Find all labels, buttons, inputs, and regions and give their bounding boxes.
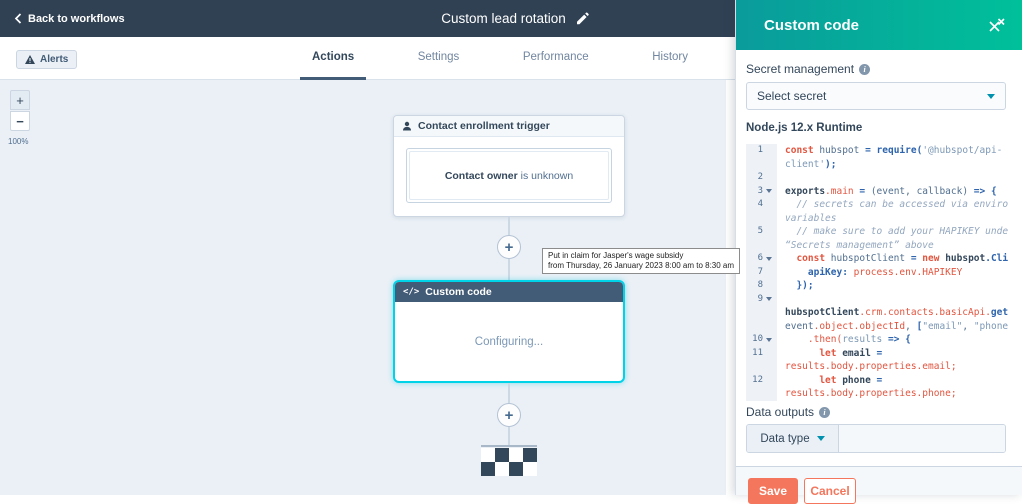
data-type-dropdown[interactable]: Data type bbox=[747, 425, 839, 452]
code-row: event.object.objectId, ["email", "phone"… bbox=[746, 319, 1008, 333]
code-row: results.body.properties.phone; bbox=[746, 387, 1008, 401]
alerts-button[interactable]: Alerts bbox=[16, 50, 78, 69]
code-row: 2 bbox=[746, 171, 1008, 185]
save-button[interactable]: Save bbox=[748, 478, 798, 504]
event-tooltip: Put in claim for Jasper's wage subsidy f… bbox=[542, 248, 741, 274]
tab-actions[interactable]: Actions bbox=[300, 37, 367, 80]
runtime-label: Node.js 12.x Runtime bbox=[746, 122, 863, 134]
code-row: 9 bbox=[746, 292, 1008, 306]
caret-down-icon bbox=[816, 436, 825, 441]
connector-line bbox=[508, 427, 510, 445]
tab-group: Actions Settings Performance History bbox=[300, 37, 700, 80]
add-action-button-1[interactable]: + bbox=[497, 235, 521, 259]
tab-settings[interactable]: Settings bbox=[417, 51, 460, 63]
end-of-workflow-flag bbox=[481, 448, 537, 476]
person-icon bbox=[403, 121, 411, 131]
action-card-header: </> Custom code bbox=[395, 282, 623, 302]
connector-line bbox=[508, 259, 510, 280]
workflow-title: Custom lead rotation bbox=[441, 11, 566, 26]
top-navbar: Back to workflows Custom lead rotation bbox=[0, 0, 735, 37]
code-icon: </> bbox=[403, 287, 420, 297]
connector-line bbox=[508, 217, 510, 237]
edit-pencil-icon[interactable] bbox=[575, 12, 589, 26]
tooltip-line-2: from Thursday, 26 January 2023 8:00 am t… bbox=[548, 261, 735, 270]
tab-performance[interactable]: Performance bbox=[522, 51, 589, 63]
secret-select-dropdown[interactable]: Select secret bbox=[746, 82, 1006, 110]
code-row: client'); bbox=[746, 157, 1008, 171]
code-row: 7 apiKey: process.env.HAPIKEY bbox=[746, 265, 1008, 279]
workflow-title-bar: Custom lead rotation bbox=[390, 0, 640, 37]
code-row: “Secrets management” above bbox=[746, 238, 1008, 252]
workflow-canvas: + − 100% Contact enrollment trigger Cont… bbox=[0, 80, 741, 495]
action-card-title: Custom code bbox=[425, 286, 492, 298]
cancel-button[interactable]: Cancel bbox=[804, 478, 856, 504]
secret-select-placeholder: Select secret bbox=[757, 89, 827, 103]
enrollment-condition-box[interactable]: Contact owner is unknown bbox=[406, 148, 612, 203]
condition-property: Contact owner bbox=[444, 169, 518, 182]
fold-arrow-icon[interactable] bbox=[766, 189, 772, 194]
code-row: 4 // secrets can be accessed via environ… bbox=[746, 198, 1008, 212]
tooltip-line-1: Put in claim for Jasper's wage subsidy bbox=[548, 251, 684, 260]
end-flag-bar bbox=[481, 445, 537, 447]
back-label: Back to workflows bbox=[28, 12, 125, 25]
zoom-in-button[interactable]: + bbox=[10, 90, 30, 110]
panel-header: Custom code bbox=[736, 0, 1022, 50]
back-chevron-icon bbox=[14, 13, 22, 24]
data-outputs-label-row: Data outputs i bbox=[746, 405, 831, 419]
back-to-workflows-link[interactable]: Back to workflows bbox=[14, 13, 125, 25]
custom-code-action-card[interactable]: </> Custom code Configuring... bbox=[393, 280, 625, 383]
close-icon bbox=[989, 18, 1005, 32]
action-card-status: Configuring... bbox=[474, 335, 544, 348]
connector-line bbox=[508, 383, 510, 403]
code-row: hubspotClient.crm.contacts.basicApi.getB… bbox=[746, 306, 1008, 320]
data-output-name-input[interactable] bbox=[839, 425, 1005, 452]
info-icon[interactable]: i bbox=[819, 406, 831, 418]
data-type-label: Data type bbox=[760, 432, 810, 445]
tab-history[interactable]: History bbox=[652, 51, 688, 63]
tabs-row: Alerts Actions Settings Performance Hist… bbox=[0, 37, 735, 80]
code-row: 11 let email = bbox=[746, 346, 1008, 360]
trigger-card[interactable]: Contact enrollment trigger Contact owner… bbox=[393, 115, 625, 217]
warning-icon bbox=[25, 55, 35, 64]
code-row: variables bbox=[746, 211, 1008, 225]
fold-arrow-icon[interactable] bbox=[766, 256, 772, 261]
zoom-level-label: 100% bbox=[8, 137, 29, 146]
condition-operator: is unknown bbox=[517, 169, 574, 182]
code-row: results.body.properties.email; bbox=[746, 360, 1008, 374]
panel-footer: Save Cancel bbox=[736, 466, 1022, 504]
code-row: 8 }); bbox=[746, 279, 1008, 293]
code-row: 5 // make sure to add your HAPIKEY under bbox=[746, 225, 1008, 239]
code-row: 6 const hubspotClient = new hubspot.Clie… bbox=[746, 252, 1008, 266]
fold-arrow-icon[interactable] bbox=[766, 297, 772, 302]
trigger-card-header: Contact enrollment trigger bbox=[394, 116, 624, 137]
add-action-button-2[interactable]: + bbox=[497, 403, 521, 427]
code-row: 10 .then(results => { bbox=[746, 333, 1008, 347]
fold-arrow-icon[interactable] bbox=[766, 337, 772, 342]
alerts-label: Alerts bbox=[40, 54, 69, 65]
code-row: 12 let phone = bbox=[746, 373, 1008, 387]
info-icon[interactable]: i bbox=[859, 63, 871, 75]
caret-down-icon bbox=[987, 93, 995, 99]
close-panel-button[interactable] bbox=[988, 17, 1006, 33]
data-outputs-control: Data type bbox=[746, 424, 1006, 453]
zoom-out-button[interactable]: − bbox=[10, 111, 30, 131]
canvas-right-gutter bbox=[726, 80, 735, 495]
secret-management-label-row: Secret management i bbox=[746, 62, 871, 76]
custom-code-panel: Custom code Secret management i Select s… bbox=[735, 0, 1022, 504]
trigger-card-title: Contact enrollment trigger bbox=[418, 120, 550, 132]
panel-title: Custom code bbox=[764, 16, 860, 34]
